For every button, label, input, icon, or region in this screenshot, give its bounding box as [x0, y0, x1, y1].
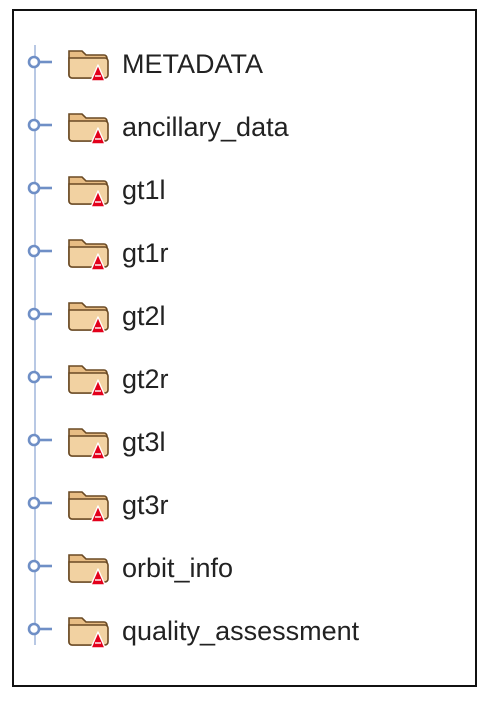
tree-node-ancillary-data[interactable]: ancillary_data — [14, 100, 454, 163]
tree-list: METADATA ancillary_data gt1l gt1r gt2l g… — [14, 37, 454, 667]
tree-node-label: orbit_info — [122, 553, 234, 583]
tree-node-gt1l[interactable]: gt1l — [14, 163, 454, 226]
folder-icon — [66, 484, 112, 524]
folder-icon — [66, 43, 112, 83]
folder-icon — [66, 295, 112, 335]
expand-handle-icon[interactable] — [26, 304, 56, 324]
tree-node-label: gt3r — [122, 490, 169, 520]
tree-node-gt2l[interactable]: gt2l — [14, 289, 454, 352]
folder-icon — [66, 547, 112, 587]
expand-handle-icon[interactable] — [26, 493, 56, 513]
folder-icon — [66, 358, 112, 398]
tree-node-label: gt2l — [122, 301, 166, 331]
tree-node-metadata[interactable]: METADATA — [14, 37, 454, 100]
tree-node-gt2r[interactable]: gt2r — [14, 352, 454, 415]
tree-node-orbit-info[interactable]: orbit_info — [14, 541, 454, 604]
expand-handle-icon[interactable] — [26, 367, 56, 387]
tree-node-gt3l[interactable]: gt3l — [14, 415, 454, 478]
tree-connector-line — [34, 45, 36, 645]
expand-handle-icon[interactable] — [26, 556, 56, 576]
expand-handle-icon[interactable] — [26, 52, 56, 72]
folder-icon — [66, 106, 112, 146]
tree-node-label: gt1r — [122, 238, 169, 268]
tree-panel: METADATA ancillary_data gt1l gt1r gt2l g… — [12, 9, 477, 687]
tree-node-gt1r[interactable]: gt1r — [14, 226, 454, 289]
tree-node-label: gt2r — [122, 364, 169, 394]
expand-handle-icon[interactable] — [26, 241, 56, 261]
tree-node-label: gt1l — [122, 175, 166, 205]
expand-handle-icon[interactable] — [26, 115, 56, 135]
folder-icon — [66, 610, 112, 650]
tree-node-quality-assessment[interactable]: quality_assessment — [14, 604, 454, 667]
tree-node-gt3r[interactable]: gt3r — [14, 478, 454, 541]
tree-node-label: quality_assessment — [122, 616, 360, 646]
folder-icon — [66, 421, 112, 461]
expand-handle-icon[interactable] — [26, 430, 56, 450]
tree-node-label: gt3l — [122, 427, 166, 457]
tree-node-label: METADATA — [122, 49, 263, 79]
folder-icon — [66, 232, 112, 272]
expand-handle-icon[interactable] — [26, 178, 56, 198]
tree-node-label: ancillary_data — [122, 112, 289, 142]
expand-handle-icon[interactable] — [26, 619, 56, 639]
folder-icon — [66, 169, 112, 209]
